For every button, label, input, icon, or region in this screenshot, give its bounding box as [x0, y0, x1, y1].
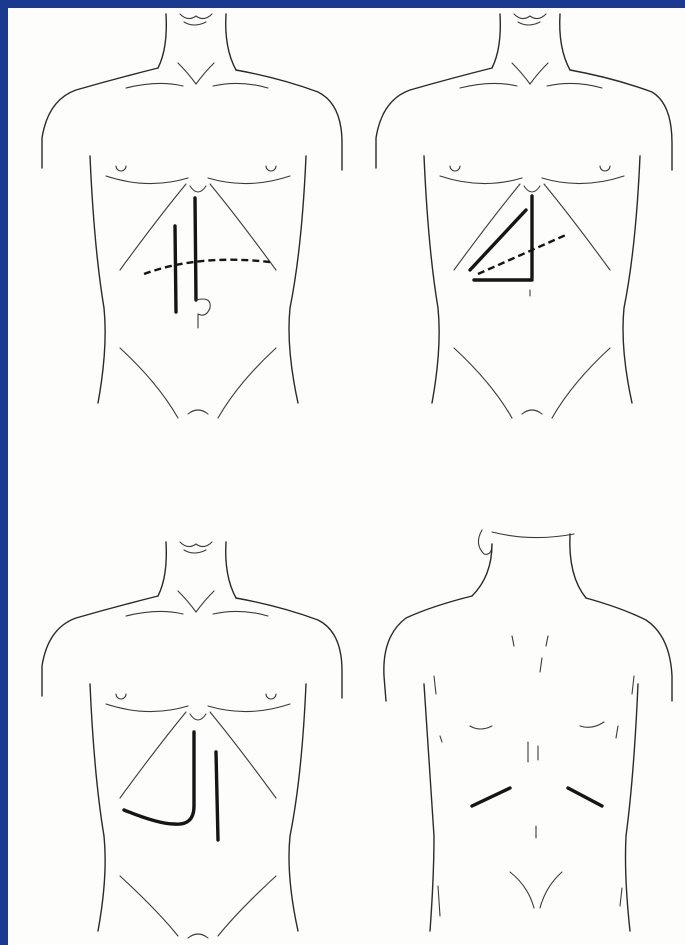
costal-right — [210, 184, 276, 270]
costal-right — [544, 184, 610, 270]
groin-right — [218, 876, 276, 936]
chest-left — [440, 176, 522, 184]
left-shoulder — [376, 68, 492, 168]
left-shoulder — [384, 596, 472, 701]
genital-hint — [522, 410, 542, 414]
neck-left — [158, 542, 166, 596]
umbilicus-detour — [196, 299, 210, 315]
xiphoid — [190, 714, 206, 720]
chest-right — [542, 176, 624, 184]
ear — [478, 530, 492, 554]
costal-left — [120, 712, 186, 798]
panel-front-2 — [376, 14, 672, 418]
flank-right — [616, 726, 618, 738]
left-nipple — [116, 166, 126, 171]
hip-right-mark — [620, 888, 622, 906]
torso-left — [90, 684, 105, 931]
right-shoulder — [586, 598, 672, 701]
incision-paramedian — [175, 226, 176, 312]
torso-right — [623, 156, 640, 403]
spine-mark-3 — [540, 658, 542, 672]
torso-left — [90, 156, 105, 403]
incision-left-flank — [472, 788, 510, 806]
spine-mark-1 — [512, 636, 514, 646]
groin-left — [120, 876, 178, 936]
neck-right — [560, 14, 570, 70]
left-shoulder — [42, 68, 158, 168]
sternal-notch — [178, 591, 214, 612]
illustration-sheet — [8, 8, 685, 945]
mouth — [518, 22, 540, 25]
incision-midline — [195, 198, 196, 300]
neck-left — [158, 14, 166, 68]
incision-right-flank — [568, 788, 602, 806]
chest-right — [208, 704, 290, 712]
groin-right — [552, 348, 610, 418]
incision-dashed-oblique — [478, 234, 568, 274]
right-nipple — [600, 166, 610, 171]
sternal-notch — [178, 63, 214, 84]
groin-left — [120, 348, 178, 418]
mouth — [184, 22, 206, 25]
xiphoid — [524, 186, 540, 192]
torso-right — [289, 684, 306, 931]
sternal-notch — [512, 63, 548, 84]
panel-back-1 — [384, 530, 672, 931]
incision-right-paramedian — [216, 752, 218, 840]
neck-right — [570, 534, 586, 598]
left-shoulder — [42, 596, 158, 696]
spine-mark-2 — [546, 636, 548, 646]
chin — [180, 542, 212, 547]
side-left — [434, 676, 436, 694]
costal-right — [210, 712, 276, 798]
right-nipple — [266, 694, 276, 699]
xiphoid — [190, 186, 206, 192]
torso-left — [424, 684, 434, 931]
left-clavicle — [126, 611, 183, 616]
torso-right — [289, 156, 306, 403]
scapula-right — [580, 722, 604, 727]
panel-front-3 — [42, 542, 342, 938]
chest-left — [106, 704, 188, 712]
gluteal-left — [510, 872, 534, 908]
neck-right — [226, 14, 236, 70]
flank-left — [440, 736, 442, 742]
chest-right — [208, 176, 290, 184]
mouth — [184, 550, 206, 553]
left-nipple — [450, 166, 460, 171]
groin-left — [454, 348, 512, 418]
hairline — [492, 532, 574, 538]
left-nipple — [116, 694, 126, 699]
right-clavicle — [213, 611, 268, 616]
hip-left-mark — [438, 886, 440, 916]
scapula-left — [470, 726, 492, 729]
chin — [180, 14, 212, 19]
right-clavicle — [547, 83, 602, 88]
side-right — [632, 676, 634, 694]
incision-diagram — [8, 8, 685, 945]
incision-transverse — [144, 260, 270, 274]
right-nipple — [266, 166, 276, 171]
gluteal-right — [540, 872, 562, 908]
chest-left — [106, 176, 188, 184]
genital-hint — [188, 934, 208, 938]
incision-oblique — [470, 210, 526, 270]
chin — [514, 14, 546, 19]
left-clavicle — [460, 83, 517, 88]
genital-hint — [188, 410, 208, 414]
left-clavicle — [126, 83, 183, 88]
neck-left — [492, 14, 500, 68]
groin-right — [218, 348, 276, 418]
torso-right — [626, 684, 639, 931]
right-clavicle — [213, 83, 268, 88]
panel-front-1 — [42, 14, 342, 418]
neck-right — [226, 542, 236, 598]
torso-left — [424, 156, 439, 403]
